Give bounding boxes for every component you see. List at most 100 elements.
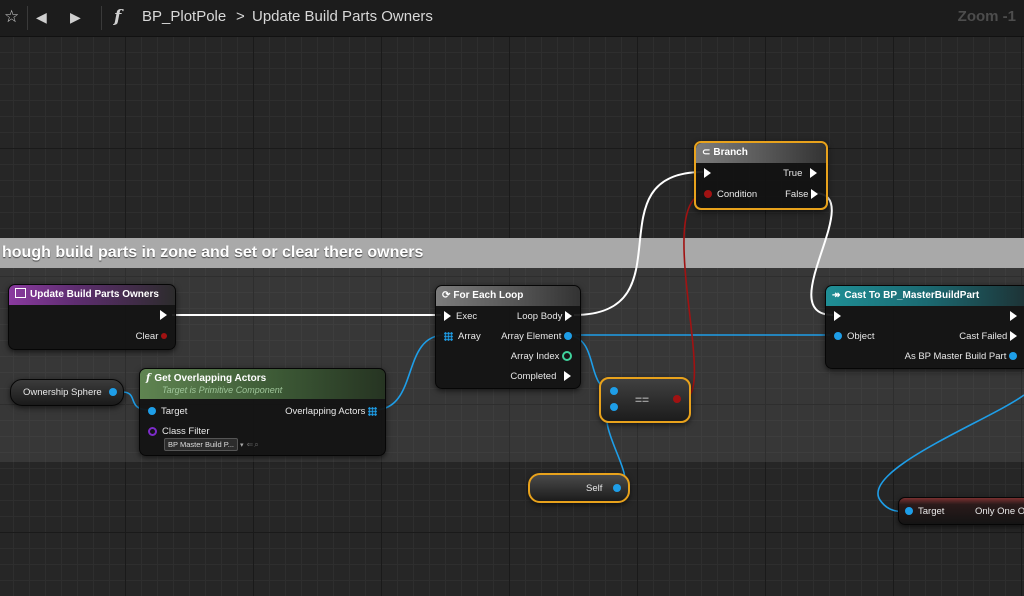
pin-label: Array Index — [511, 351, 560, 362]
as-master-build-part-pin[interactable]: As BP Master Build Part — [905, 351, 1017, 362]
pin-label: As BP Master Build Part — [905, 351, 1007, 362]
exec-input-pin[interactable] — [704, 168, 711, 179]
node-header: ⟳For Each Loop — [436, 286, 580, 306]
exec-pin-icon — [811, 189, 818, 199]
pin-label: Target — [161, 406, 187, 417]
exec-pin-icon — [565, 371, 572, 381]
function-entry-icon — [15, 288, 26, 298]
node-title: Branch — [713, 147, 747, 158]
node-title: For Each Loop — [453, 290, 523, 301]
exec-input-pin[interactable] — [834, 311, 841, 322]
array-input-pin[interactable]: Array — [444, 331, 481, 342]
node-header: f Get Overlapping Actors Target is Primit… — [140, 369, 385, 399]
bool-pin-icon — [161, 333, 167, 339]
object-pin-icon — [1009, 352, 1017, 360]
node-title: Cast To BP_MasterBuildPart — [844, 290, 979, 301]
b-input-pin[interactable] — [610, 403, 618, 411]
object-pin-icon — [148, 407, 156, 415]
cast-icon: ↠ — [832, 290, 840, 301]
exec-pin-icon — [160, 310, 167, 320]
equals-node[interactable]: == — [599, 377, 691, 423]
pin-label: False — [785, 189, 808, 200]
dropdown-arrow-icon[interactable]: ▾ — [240, 442, 244, 449]
node-header: Update Build Parts Owners — [9, 285, 175, 305]
bool-output-pin[interactable] — [673, 395, 681, 403]
pin-label: Array Element — [501, 331, 561, 342]
target-pin[interactable]: Target — [905, 506, 944, 517]
overlapping-actors-pin[interactable]: Overlapping Actors — [285, 406, 377, 417]
object-pin-icon — [564, 332, 572, 340]
bool-wire — [683, 193, 708, 399]
pin-label: Cast Failed — [959, 331, 1007, 342]
class-filter-pin[interactable]: Class Filter — [148, 426, 210, 437]
exec-pin-icon — [1010, 331, 1017, 341]
ownership-sphere-node[interactable]: Ownership Sphere — [10, 379, 124, 406]
only-one-node[interactable]: Target Only One O — [898, 497, 1024, 525]
pin-label: Loop Body — [517, 311, 562, 322]
pin-label: Class Filter — [162, 426, 210, 437]
array-element-pin[interactable]: Array Element — [501, 331, 572, 342]
cast-to-master-build-part-node[interactable]: ↠ Cast To BP_MasterBuildPart Object Cast … — [825, 285, 1024, 369]
pin-label: Clear — [136, 331, 159, 342]
node-title: Update Build Parts Owners — [30, 289, 159, 300]
int-pin-icon — [562, 351, 572, 361]
pin-label: Completed — [510, 371, 556, 382]
exec-input-pin[interactable]: Exec — [444, 311, 477, 322]
function-icon: f — [146, 373, 150, 384]
node-subtitle: Target is Primitive Component — [162, 385, 385, 396]
clear-pin[interactable]: Clear — [136, 331, 167, 342]
exec-pin-icon — [834, 311, 841, 321]
update-build-parts-owners-node[interactable]: Update Build Parts Owners Clear — [8, 284, 176, 350]
exec-pin-icon — [565, 311, 572, 321]
array-pin-icon — [368, 407, 377, 416]
false-pin[interactable]: False — [785, 189, 818, 200]
loop-body-pin[interactable]: Loop Body — [517, 311, 572, 322]
output-pin-label: Only One O — [975, 506, 1024, 517]
node-title: Get Overlapping Actors — [154, 373, 266, 384]
pin-label: Target — [918, 506, 944, 517]
a-input-pin[interactable] — [610, 387, 618, 395]
class-filter-value[interactable]: BP Master Build P... — [164, 438, 238, 451]
condition-pin[interactable]: Condition — [704, 189, 757, 200]
exec-pin-icon — [704, 168, 711, 178]
exec-pin-icon — [444, 311, 451, 321]
object-input-pin[interactable]: Object — [834, 331, 874, 342]
get-overlapping-actors-node[interactable]: f Get Overlapping Actors Target is Primit… — [139, 368, 386, 456]
pin-label: Condition — [717, 189, 757, 200]
node-header: ⊂Branch — [696, 143, 826, 163]
object-pin-icon — [905, 507, 913, 515]
self-node[interactable]: Self — [528, 473, 630, 503]
exec-output-pin[interactable] — [160, 310, 167, 321]
completed-pin[interactable]: Completed — [510, 371, 572, 382]
self-output-pin[interactable] — [613, 484, 621, 492]
pin-label: Object — [847, 331, 874, 342]
class-pin-icon — [148, 427, 157, 436]
object-pin-icon — [834, 332, 842, 340]
exec-pin-icon — [811, 168, 818, 178]
branch-icon: ⊂ — [702, 147, 710, 158]
variable-label: Ownership Sphere — [23, 387, 102, 398]
array-index-pin[interactable]: Array Index — [511, 351, 572, 362]
browse-icon[interactable]: ⌕ — [254, 440, 258, 449]
exec-pin-icon — [1010, 311, 1017, 321]
target-pin[interactable]: Target — [148, 406, 187, 417]
object-wire — [878, 395, 1024, 511]
pin-label: Exec — [456, 311, 477, 322]
for-each-loop-node[interactable]: ⟳For Each Loop Exec Loop Body Array Arra… — [435, 285, 581, 389]
pin-label: Overlapping Actors — [285, 406, 365, 417]
equals-operator: == — [635, 393, 649, 407]
use-selected-icon[interactable]: ⇐ — [247, 440, 254, 449]
array-pin-icon — [444, 332, 453, 341]
exec-output-pin[interactable] — [1010, 311, 1017, 322]
class-filter-select[interactable]: BP Master Build P...▾⇐⌕ — [164, 438, 259, 451]
self-label: Self — [586, 483, 602, 494]
node-header: ↠ Cast To BP_MasterBuildPart — [826, 286, 1024, 306]
loop-icon: ⟳ — [442, 290, 450, 301]
bool-pin-icon — [704, 190, 712, 198]
cast-failed-pin[interactable]: Cast Failed — [959, 331, 1017, 342]
pin-label: Array — [458, 331, 481, 342]
pin-label: True — [783, 168, 802, 179]
branch-node[interactable]: ⊂Branch True Condition False — [694, 141, 828, 210]
true-pin[interactable]: True — [783, 168, 818, 179]
object-output-pin[interactable] — [109, 388, 117, 396]
